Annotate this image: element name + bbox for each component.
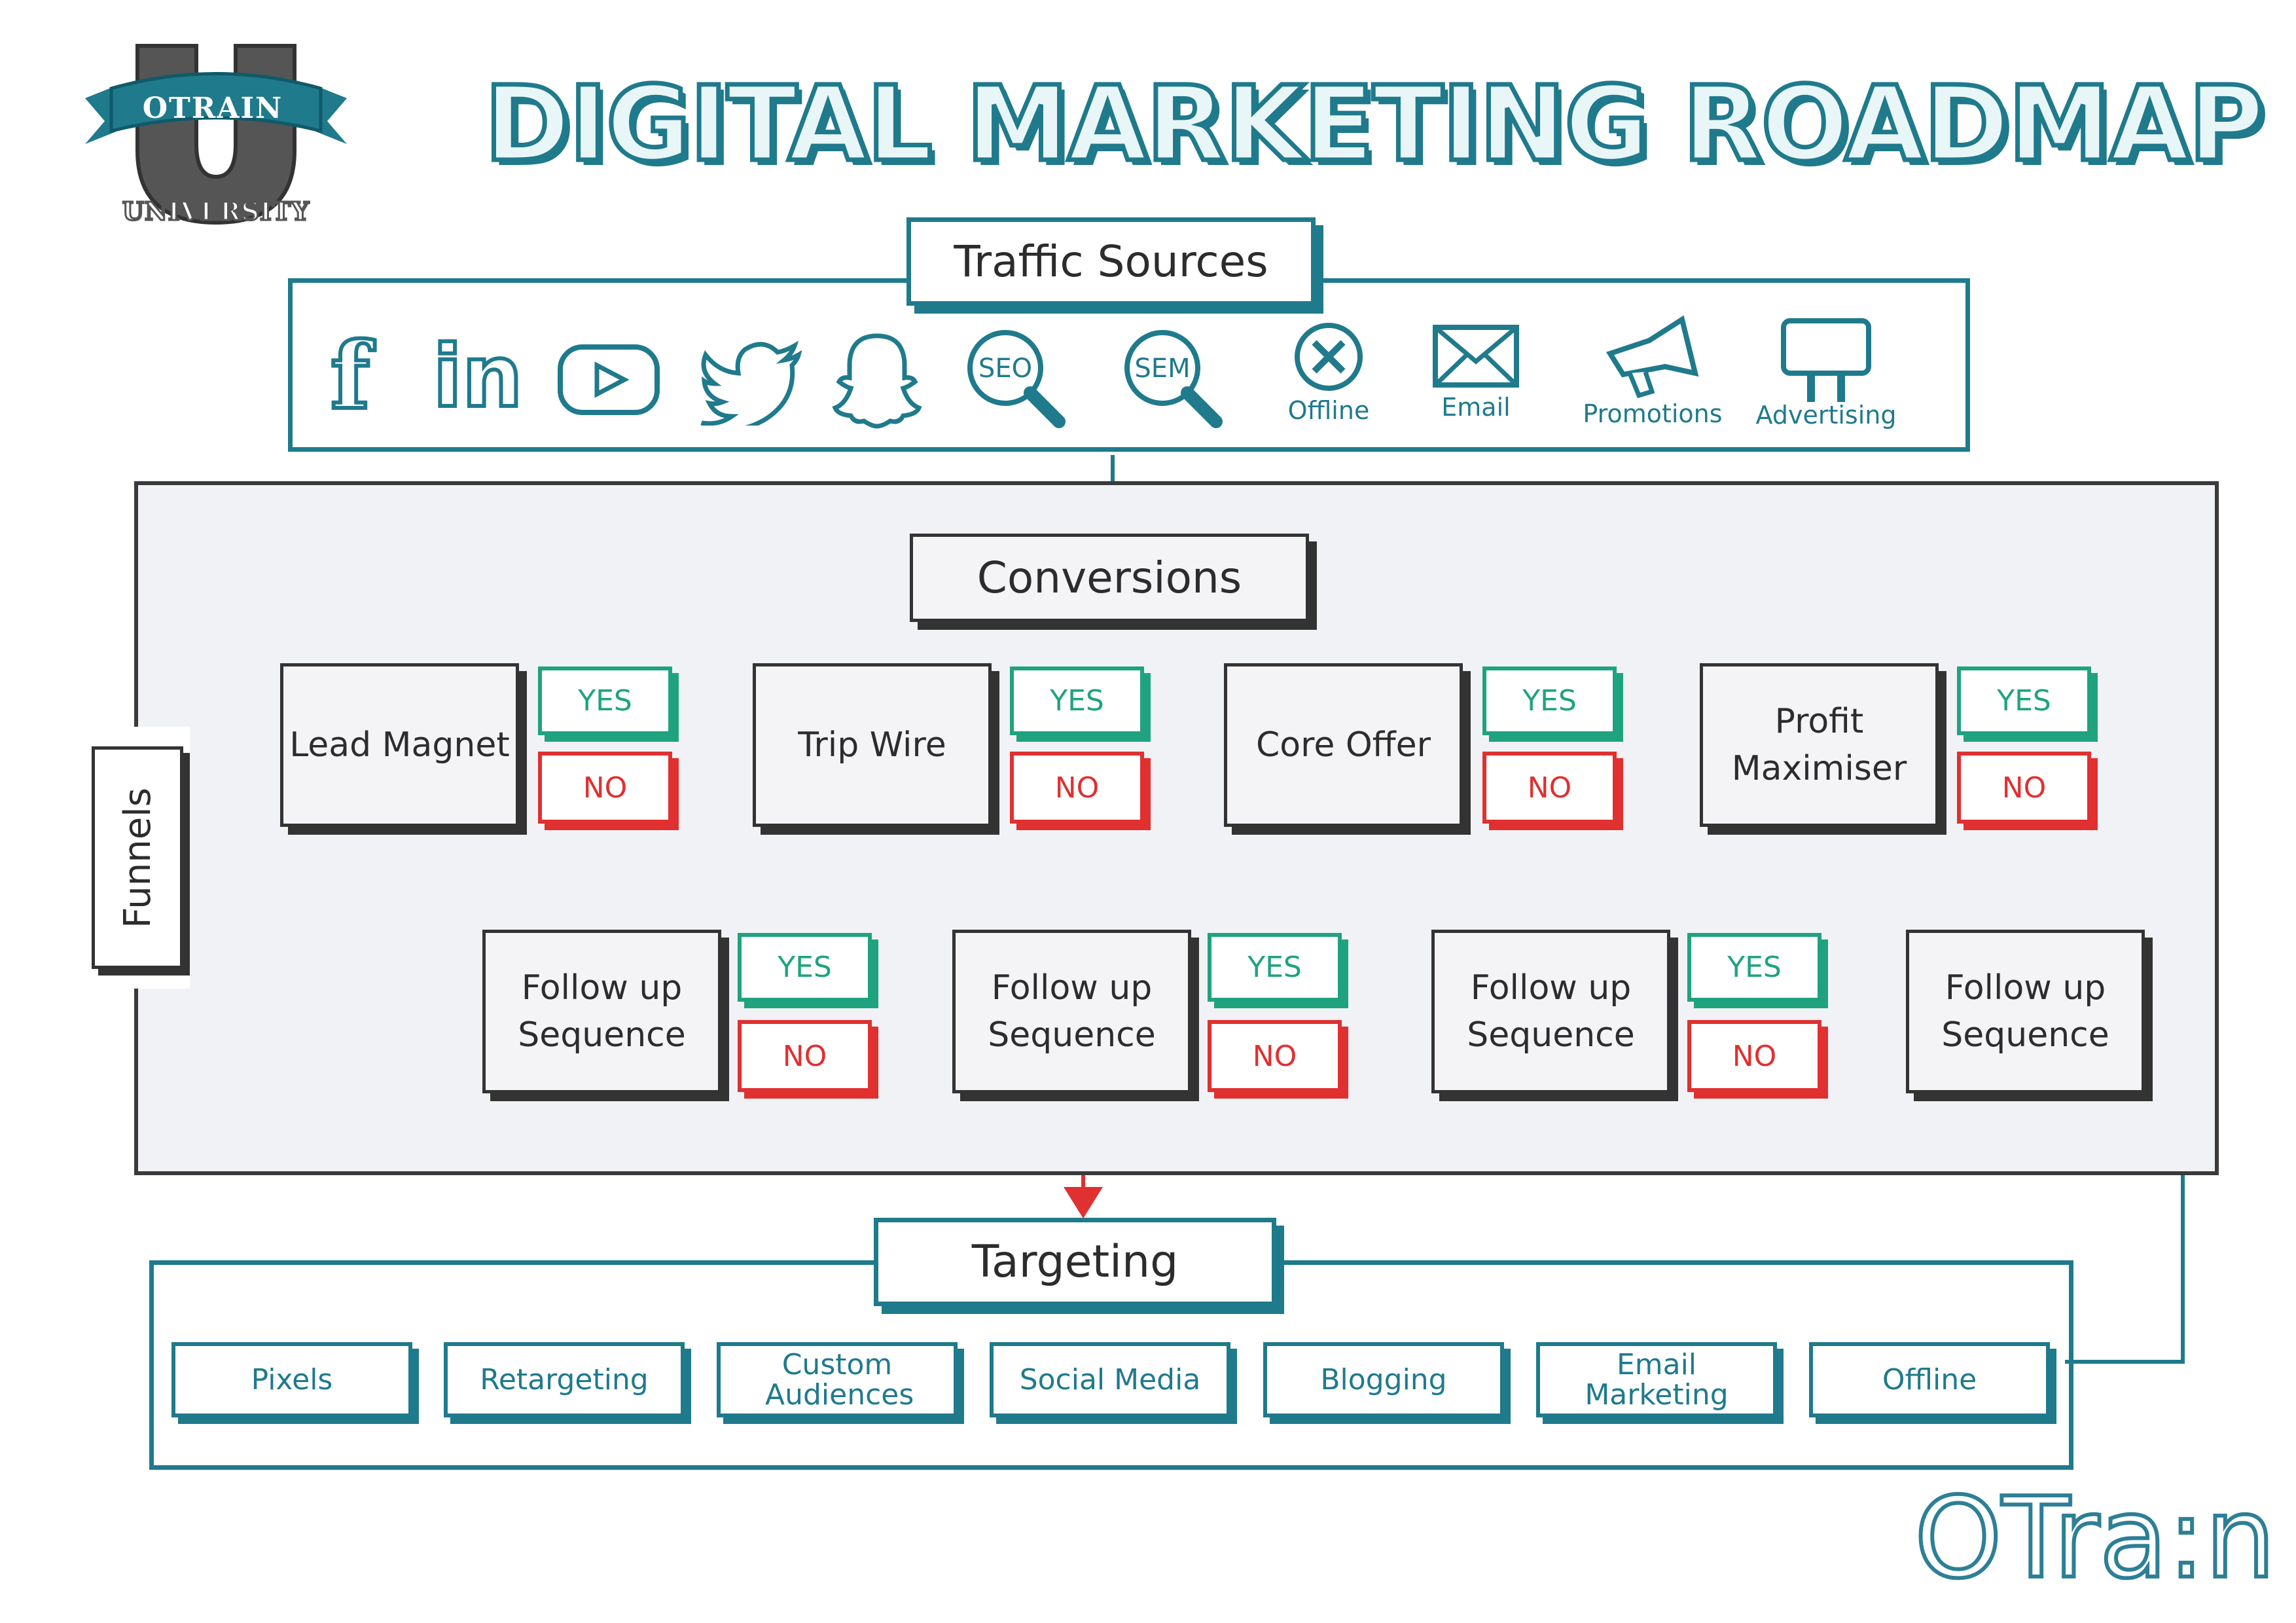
logo-otrain-text: OTRAIN [142,92,283,125]
yes-badge: YES [1957,666,2091,735]
facebook-icon: f [329,323,372,430]
targeting-item-label: Retargeting [480,1362,649,1396]
no-badge: NO [1010,752,1144,824]
yes-label: YES [1247,951,1302,984]
no-badge: NO [1957,752,2091,824]
targeting-item-retargeting: Retargeting [444,1342,685,1417]
core-offer-box: Core Offer [1224,663,1463,827]
linkedin-icon: in [431,325,524,428]
profit-maximiser-box: Profit Maximiser [1700,663,1939,827]
yes-label: YES [1522,684,1577,718]
no-badge: NO [538,752,672,824]
targeting-item-label: Social Media [1019,1362,1201,1396]
follow-up-sequence-box: Follow up Sequence [1431,930,1670,1093]
lead-magnet-label: Lead Magnet [289,725,510,765]
targeting-item-label: Pixels [251,1362,333,1396]
no-badge: NO [1482,752,1617,824]
follow-up-sequence-label: Follow up Sequence [988,968,1156,1055]
no-badge: NO [1687,1020,1821,1092]
profit-maximiser-label: Profit Maximiser [1731,702,1907,788]
targeting-item-email-marketing: Email Marketing [1536,1342,1777,1417]
yes-label: YES [1050,684,1104,718]
email-icon [1433,325,1519,388]
no-label: NO [1527,771,1572,805]
yes-badge: YES [538,666,672,735]
trip-wire-box: Trip Wire [753,663,992,827]
follow-up-sequence-label: Follow up Sequence [1941,968,2109,1055]
conversions-heading: Conversions [910,534,1309,622]
conversions-title: Conversions [977,552,1242,603]
targeting-heading: Targeting [874,1218,1276,1306]
seo-icon [967,330,1066,428]
yes-badge: YES [1010,666,1144,735]
follow-up-sequence-label: Follow up Sequence [1467,968,1635,1055]
otrain-university-logo [85,44,347,225]
advertising-label: Advertising [1755,401,1897,429]
trip-wire-label: Trip Wire [798,725,946,765]
no-label: NO [1054,771,1100,805]
no-label: NO [583,771,628,805]
follow-up-sequence-box: Follow up Sequence [952,930,1191,1093]
traffic-sources-title: Traffic Sources [954,236,1268,287]
funnels-label-box: Funnels [92,746,183,969]
targeting-item-label: Email Marketing [1585,1347,1729,1412]
snapchat-icon [832,333,922,429]
yes-badge: YES [738,933,872,1002]
traffic-sources-heading: Traffic Sources [906,217,1316,306]
yes-label: YES [1727,951,1782,984]
no-label: NO [1252,1039,1297,1073]
targeting-title: Targeting [971,1236,1179,1288]
youtube-icon [558,344,660,415]
page-title: DIGITAL MARKETING ROADMAP [482,62,2267,187]
yes-label: YES [778,951,832,984]
yes-label: YES [578,684,632,718]
yes-badge: YES [1687,933,1821,1002]
lead-magnet-box: Lead Magnet [280,663,519,827]
offline-icon [1295,323,1363,391]
yes-label: YES [1997,684,2051,718]
follow-up-sequence-box: Follow up Sequence [482,930,721,1093]
twitter-icon [700,340,802,426]
no-label: NO [2001,771,2047,805]
core-offer-label: Core Offer [1255,725,1431,765]
targeting-item-label: Blogging [1320,1362,1447,1396]
advertising-icon [1781,318,1871,402]
email-label: Email [1441,393,1511,422]
targeting-item-social-media: Social Media [990,1342,1230,1417]
funnels-label: Funnels [116,787,159,928]
promotions-icon [1605,315,1699,399]
no-label: NO [1732,1039,1777,1073]
targeting-item-custom-audiences: Custom Audiences [717,1342,958,1417]
yes-badge: YES [1482,666,1617,735]
targeting-item-blogging: Blogging [1263,1342,1504,1417]
sem-icon-text: SEM [1134,354,1191,384]
seo-icon-text: SEO [978,354,1033,384]
otrain-brand-logo: OTra:n [1912,1472,2278,1605]
targeting-item-pixels: Pixels [171,1342,412,1417]
targeting-item-label: Offline [1882,1362,1977,1396]
targeting-item-offline: Offline [1809,1342,2050,1417]
yes-badge: YES [1208,933,1342,1002]
promotions-label: Promotions [1583,399,1723,428]
targeting-item-label: Custom Audiences [765,1347,914,1412]
no-label: NO [782,1039,827,1073]
no-badge: NO [738,1020,872,1092]
logo-university-text: UNIVERSITY [121,196,310,227]
no-badge: NO [1208,1020,1342,1092]
follow-up-sequence-box: Follow up Sequence [1906,930,2145,1093]
follow-up-sequence-label: Follow up Sequence [518,968,686,1055]
sem-icon [1124,330,1223,428]
offline-label: Offline [1287,396,1370,425]
